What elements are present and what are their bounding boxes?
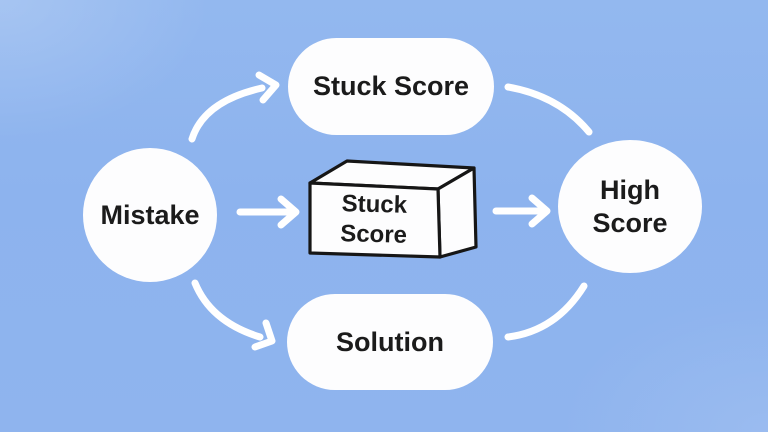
curve-solution-to-high-score <box>504 282 588 341</box>
node-stuck-score-box-label: Stuck Score <box>339 190 408 249</box>
arrow-box-to-high-score <box>492 194 551 228</box>
node-high-score-label: High Score <box>592 175 668 238</box>
node-stuck-score-pill: Stuck Score <box>288 38 494 135</box>
node-stuck-score-pill-label: Stuck Score <box>312 71 470 101</box>
arrow-mistake-to-stuck-score-pill <box>188 71 280 143</box>
node-mistake: Mistake <box>83 148 217 282</box>
arrowhead-icon <box>255 71 280 104</box>
arrowhead-icon <box>528 194 551 228</box>
arrow-mistake-to-stuck-score-box <box>236 195 300 229</box>
node-stuck-score-box <box>308 159 478 259</box>
node-solution: Solution <box>287 294 493 390</box>
node-solution-label: Solution <box>336 326 444 357</box>
node-high-score: High Score <box>558 140 702 273</box>
node-mistake-label: Mistake <box>100 199 200 230</box>
arrow-mistake-to-solution <box>191 279 276 351</box>
curve-stuck-score-pill-to-high-score <box>504 83 593 136</box>
arrowhead-icon <box>277 195 300 229</box>
box-front-face <box>308 181 442 259</box>
arrowhead-icon <box>251 319 276 351</box>
